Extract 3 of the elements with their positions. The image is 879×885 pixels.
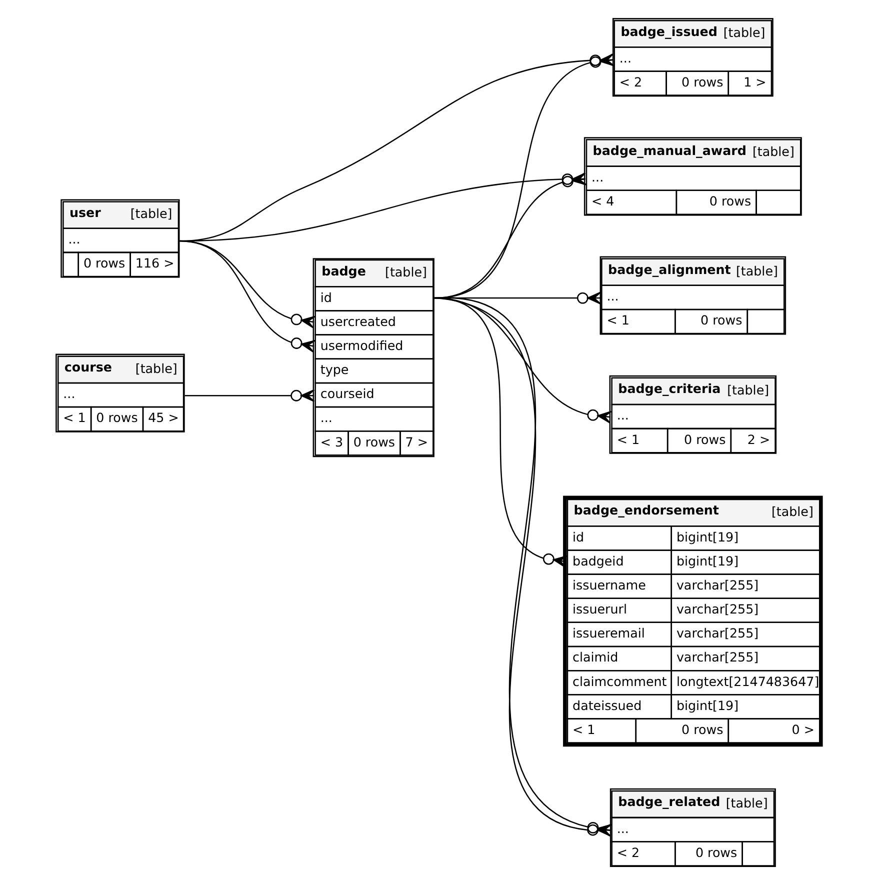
connector	[184, 389, 315, 402]
connector	[434, 297, 612, 424]
connector	[180, 240, 316, 352]
